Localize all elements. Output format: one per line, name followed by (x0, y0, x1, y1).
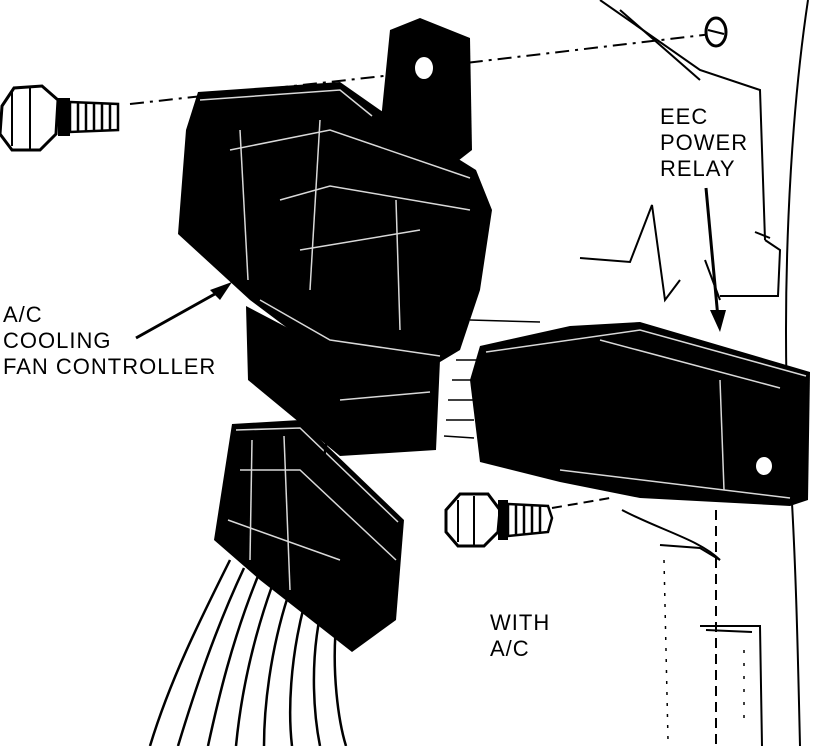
label-with-ac: WITH A/C (490, 610, 550, 662)
label-line: A/C (3, 302, 43, 327)
label-line: EEC (660, 104, 709, 129)
wiring-connector (148, 419, 404, 746)
mounting-screw-top (704, 16, 728, 48)
label-line: RELAY (660, 156, 736, 181)
leader-arrows (135, 187, 726, 340)
label-line: POWER (660, 130, 749, 155)
label-line: A/C (490, 636, 530, 661)
label-eec-power-relay: EEC POWER RELAY (660, 104, 748, 182)
label-line: FAN CONTROLLER (3, 354, 217, 379)
label-ac-cooling-fan-controller: A/C COOLING FAN CONTROLLER (3, 302, 216, 380)
label-line: COOLING (3, 328, 112, 353)
label-line: WITH (490, 610, 551, 635)
fan-controller (178, 18, 492, 456)
eec-power-relay (470, 322, 810, 506)
mounting-bolt-relay (444, 492, 554, 548)
mounting-bolt-top (0, 84, 120, 152)
